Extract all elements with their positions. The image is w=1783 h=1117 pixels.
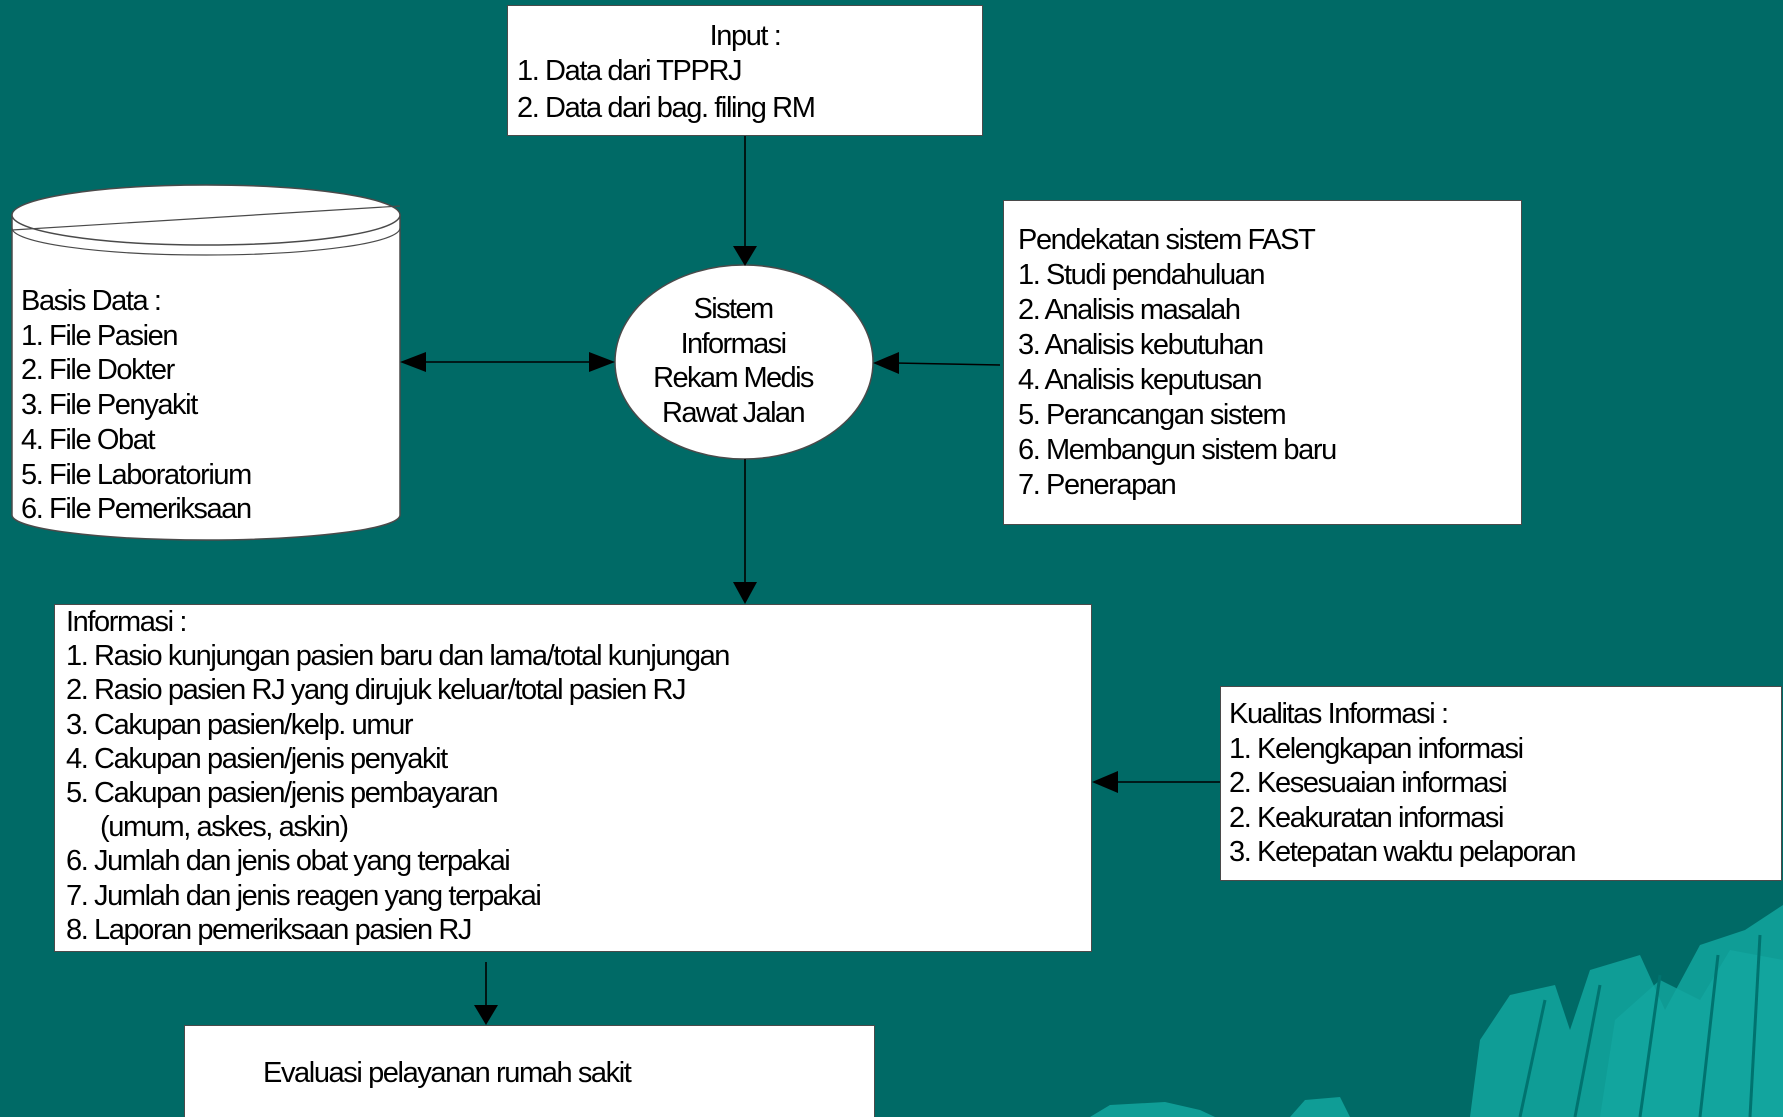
informasi-item: 6. Jumlah dan jenis obat yang terpakai [66, 845, 511, 878]
kualitas-item: 2. Keakuratan informasi [1229, 801, 1504, 834]
system-line: Sistem [693, 293, 774, 325]
kualitas-informasi-box: Kualitas Informasi : 1. Kelengkapan info… [1220, 686, 1782, 881]
informasi-box: Informasi : 1. Rasio kunjungan pasien ba… [54, 604, 1092, 952]
informasi-item: 2. Rasio pasien RJ yang dirujuk keluar/t… [66, 674, 687, 707]
kualitas-title: Kualitas Informasi : [1229, 698, 1449, 730]
kualitas-item: 3. Ketepatan waktu pelaporan [1229, 836, 1577, 868]
informasi-item: 4. Cakupan pasien/jenis penyakit [66, 742, 448, 775]
system-line: Rekam Medis [653, 362, 814, 394]
fast-item: 2. Analisis masalah [1018, 294, 1241, 326]
kualitas-item: 2. Kesesuaian informasi [1229, 767, 1508, 799]
database-item: 5. File Laboratorium [21, 458, 252, 491]
evaluasi-box: Evaluasi pelayanan rumah sakit [184, 1025, 875, 1117]
input-item: 2. Data dari bag. filing RM [517, 92, 816, 124]
informasi-item: 1. Rasio kunjungan pasien baru dan lama/… [66, 640, 730, 673]
informasi-item: 5. Cakupan pasien/jenis pembayaran [66, 777, 499, 810]
fast-item: 5. Perancangan sistem [1018, 399, 1287, 431]
background-decoration [1090, 905, 1783, 1117]
database-item: 6. File Pemeriksaan [21, 493, 252, 526]
database-item: 3. File Penyakit [21, 389, 198, 422]
kualitas-item: 1. Kelengkapan informasi [1229, 732, 1524, 765]
fast-item: 4. Analisis keputusan [1018, 364, 1262, 396]
evaluasi-text: Evaluasi pelayanan rumah sakit [263, 1057, 632, 1089]
database-title: Basis Data : [21, 285, 162, 317]
informasi-title: Informasi : [66, 606, 187, 638]
input-item: 1. Data dari TPPRJ [517, 55, 742, 87]
system-line: Informasi [680, 327, 787, 360]
fast-title: Pendekatan sistem FAST [1018, 224, 1316, 256]
fast-item: 6. Membangun sistem baru [1018, 434, 1337, 466]
informasi-item: 3. Cakupan pasien/kelp. umur [66, 708, 413, 741]
fast-item: 7. Penerapan [1018, 469, 1177, 501]
connectors [400, 136, 1220, 1025]
database-item: 4. File Obat [21, 423, 156, 456]
system-label: Sistem Informasi Rekam Medis Rawat Jalan [614, 292, 852, 430]
fast-approach-box: Pendekatan sistem FAST 1. Studi pendahul… [1003, 200, 1522, 525]
fast-item: 3. Analisis kebutuhan [1018, 329, 1264, 361]
informasi-item: 7. Jumlah dan jenis reagen yang terpakai [66, 879, 542, 912]
system-line: Rawat Jalan [662, 396, 806, 429]
database-cylinder [11, 184, 401, 541]
informasi-item-continuation: (umum, askes, askin) [100, 811, 349, 844]
input-title: Input : [709, 20, 782, 52]
database-item: 1. File Pasien [21, 319, 179, 352]
input-box: Input : 1. Data dari TPPRJ 2. Data dari … [507, 5, 983, 136]
database-item: 2. File Dokter [21, 354, 175, 387]
database-label: Basis Data : 1. File Pasien 2. File Dokt… [21, 284, 252, 527]
informasi-item: 8. Laporan pemeriksaan pasien RJ [66, 913, 472, 946]
fast-item: 1. Studi pendahuluan [1018, 259, 1266, 291]
